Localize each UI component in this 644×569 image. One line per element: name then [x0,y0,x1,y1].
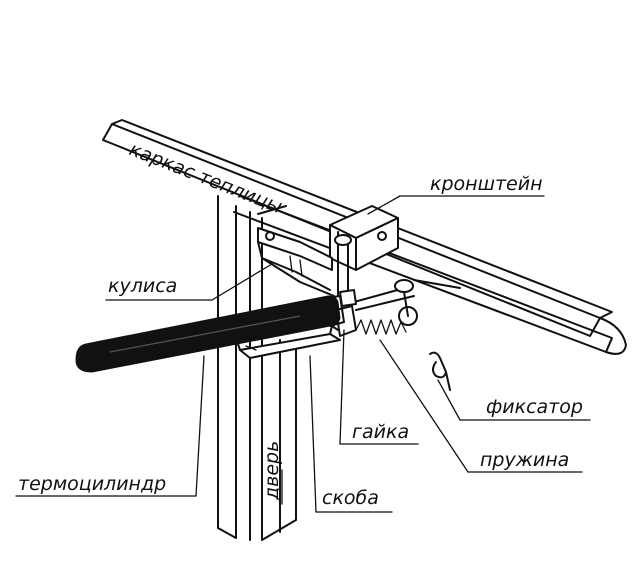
rocker-part [257,227,335,297]
bracket-part [329,205,399,299]
spring-mechanism [335,279,461,391]
clamp-plate [237,325,341,359]
label-bracket: кронштейн [430,173,543,195]
leader-lines [15,195,591,513]
label-latch: фиксатор [486,396,583,418]
label-clamp: скоба [322,487,379,509]
greenhouse-frame [102,119,627,541]
label-thermocylinder: термоцилиндр [18,473,166,495]
label-spring: пружина [480,449,569,471]
label-rocker: кулиса [108,275,177,297]
label-door: дверь [261,441,283,501]
label-nut: гайка [352,421,409,443]
thermocylinder-part [75,295,345,373]
label-frame: каркас теплицы [126,138,285,218]
